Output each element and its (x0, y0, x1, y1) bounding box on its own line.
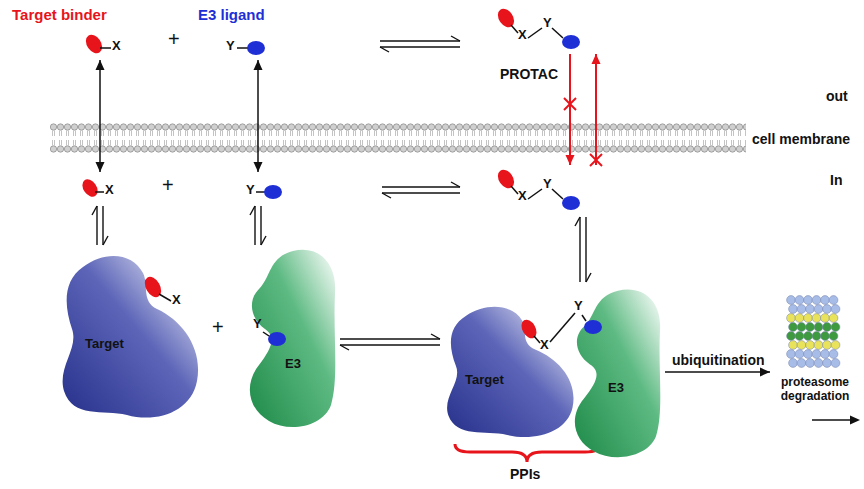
degradation-arrow (812, 416, 860, 425)
protein-outline (440, 298, 580, 443)
blocked-arrow (590, 54, 602, 166)
node-label: proteasome degradation (775, 376, 855, 404)
node-label: X (518, 28, 527, 43)
plus-sign: + (212, 316, 224, 339)
protac-molecule: XY (460, 4, 630, 54)
blocked-arrow (564, 54, 576, 165)
node-label: Y (246, 183, 255, 198)
proteasome: proteasome degradation (770, 292, 860, 410)
protein-outline (55, 245, 205, 425)
node-label: E3 (285, 357, 301, 372)
ternary-complex: PPIs Target X Y E3 (440, 282, 665, 487)
plus-sign: + (162, 174, 174, 197)
molecule-symbol (72, 172, 132, 206)
node-label: PPIs (510, 466, 540, 482)
region-label: cell membrane (752, 131, 850, 147)
node-label: Target (85, 337, 124, 352)
equilibrium-arrow (380, 36, 460, 52)
node-heading: E3 ligand (198, 6, 265, 23)
target-binder-molecule: X (72, 172, 132, 206)
protac-linker (550, 313, 575, 342)
lipid-bilayer (50, 123, 746, 153)
node-label: X (518, 189, 527, 204)
node-label: Y (543, 16, 552, 31)
plus-sign: + (168, 28, 180, 51)
equilibrium-arrow (92, 206, 108, 245)
equilibrium-arrow (382, 182, 460, 198)
edge-label: ubiquitination (672, 352, 765, 368)
node-label: X (105, 183, 114, 198)
e3-ligand-molecule: Y (232, 172, 382, 206)
protein-outline (235, 245, 340, 430)
proteasome-symbol (782, 292, 842, 377)
node-heading: Target binder (12, 6, 107, 23)
e3-ligase: Y E3 (560, 285, 665, 460)
equilibrium-arrow (250, 206, 266, 245)
molecule-symbol (55, 245, 205, 425)
node-label: X (172, 293, 181, 308)
e3-ligase: Y E3 (235, 245, 340, 430)
reaction-arrow (254, 60, 263, 172)
equilibrium-arrow (575, 217, 591, 282)
node-label: Y (543, 177, 552, 192)
molecule-symbol (440, 298, 580, 443)
reaction-arrow (96, 60, 105, 172)
region-label: out (826, 88, 848, 104)
node-label: X (112, 39, 121, 54)
node-label: E3 (608, 381, 624, 396)
reaction-arrow (665, 368, 770, 377)
molecule-symbol (235, 245, 340, 430)
node-label: X (540, 338, 549, 353)
target-protein: Target X (440, 298, 580, 443)
e3-ligand-molecule: E3 ligandY (190, 4, 380, 60)
ppi-bracket (455, 444, 600, 462)
edge-label: PROTAC (500, 66, 558, 82)
node-label: Target (465, 373, 504, 388)
region-label: In (830, 172, 842, 188)
node-label: Y (574, 299, 583, 314)
node-label: Y (226, 39, 235, 54)
target-binder-molecule: Target binderX (10, 4, 130, 60)
equilibrium-arrow (340, 334, 440, 350)
target-protein: Target X (55, 245, 205, 425)
node-label: Y (253, 317, 262, 332)
protac-molecule: XY (460, 165, 630, 217)
